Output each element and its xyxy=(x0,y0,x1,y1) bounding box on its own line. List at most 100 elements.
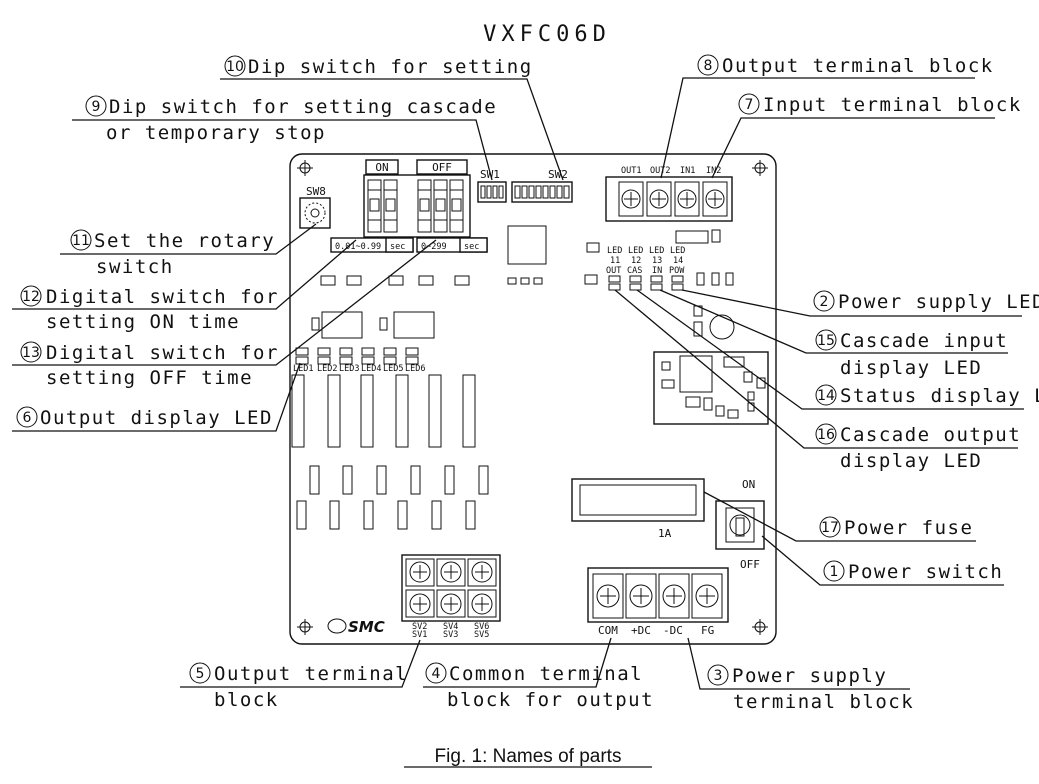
led4-label: LED4 xyxy=(361,364,381,374)
callout-5-number: 5 xyxy=(196,666,205,682)
diagram-title: VXFC06D xyxy=(483,22,611,47)
term-com-label: COM xyxy=(598,624,618,637)
callout-12-number: 12 xyxy=(22,289,40,305)
sv2-label: SV2 xyxy=(412,622,427,632)
on-header-label: ON xyxy=(375,161,388,174)
callout-1: 1 Power switch xyxy=(761,535,1004,586)
status-led-12-l2: 12 xyxy=(631,256,641,266)
term-label-out1: OUT1 xyxy=(621,166,641,176)
output-led-labels: LED1 LED2 LED3 LED4 LED5 LED6 xyxy=(293,364,425,374)
status-led-13-l1: LED xyxy=(649,246,664,256)
callout-16-line1: Cascade output xyxy=(840,424,1021,446)
figure-caption: Fig. 1: Names of parts xyxy=(435,746,622,767)
callout-1-text: Power switch xyxy=(848,561,1003,583)
callout-15-line1: Cascade input xyxy=(840,330,1008,352)
status-led-14-l2: 14 xyxy=(673,256,683,266)
output-terminal-block xyxy=(401,554,501,622)
callout-8-text: Output terminal block xyxy=(722,55,994,77)
dip-switch-sw2 xyxy=(511,181,573,203)
rotary-switch xyxy=(299,197,331,229)
off-sec-box xyxy=(459,237,488,253)
status-led-11-l2: 11 xyxy=(610,256,620,266)
callout-4-number: 4 xyxy=(432,666,441,682)
callout-15: 15 Cascade input display LED xyxy=(659,289,1008,379)
power-supply-terminal-block xyxy=(587,567,729,623)
on-range-label: 0.01~0.99 xyxy=(335,242,381,252)
callout-3: 3 Power supply terminal block xyxy=(687,637,914,713)
smc-logo-text: SMC xyxy=(348,618,385,636)
led5-label: LED5 xyxy=(383,364,403,374)
callout-17-number: 17 xyxy=(821,520,839,536)
on-sec-box xyxy=(385,237,414,253)
callout-17-text: Power fuse xyxy=(844,517,973,539)
sv3-label: SV3 xyxy=(443,630,458,640)
callout-7-number: 7 xyxy=(745,97,754,113)
callout-11-number: 11 xyxy=(72,233,90,249)
callout-6-number: 6 xyxy=(23,410,32,426)
callout-7: 7 Input terminal block xyxy=(711,93,1022,179)
callout-5-line1: Output terminal xyxy=(214,663,408,685)
status-led-14-l1: LED xyxy=(670,246,685,256)
io-terminal-screws xyxy=(618,181,728,217)
callout-2-number: 2 xyxy=(820,294,829,310)
sv5-label: SV5 xyxy=(474,630,489,640)
led3-label: LED3 xyxy=(339,364,359,374)
status-led-12-l3: CAS xyxy=(627,266,642,276)
callout-16-line2: display LED xyxy=(840,450,982,472)
callout-13: 13 Digital switch for setting OFF time xyxy=(12,239,437,389)
led1-label: LED1 xyxy=(293,364,313,374)
mounting-hole xyxy=(297,619,313,635)
output-leds xyxy=(295,347,419,365)
on-header-box xyxy=(365,159,399,175)
callout-13-number: 13 xyxy=(22,345,40,361)
mounting-hole xyxy=(752,160,768,176)
status-led-12-l1: LED xyxy=(628,246,643,256)
mounting-hole xyxy=(297,160,313,176)
callout-15-line2: display LED xyxy=(840,357,982,379)
callout-15-number: 15 xyxy=(817,333,835,349)
callout-11-line1: Set the rotary xyxy=(94,230,275,252)
callout-3-line2: terminal block xyxy=(733,691,914,713)
callout-5: 5 Output terminal block xyxy=(180,639,421,711)
digital-switch-housing xyxy=(363,174,471,238)
callout-13-line1: Digital switch for xyxy=(46,342,279,364)
callout-1-number: 1 xyxy=(830,564,839,580)
led2-label: LED2 xyxy=(317,364,337,374)
callout-6-text: Output display LED xyxy=(40,407,273,429)
callout-4-line1: Common terminal xyxy=(449,663,643,685)
callout-14-number: 14 xyxy=(817,388,835,404)
switch-off-label: OFF xyxy=(740,558,760,571)
callout-4-line2: block for output xyxy=(447,689,654,711)
smc-logo: SMC xyxy=(327,618,385,636)
term-label-out2: OUT2 xyxy=(650,166,670,176)
digital-switch-off xyxy=(417,179,464,233)
status-led-11-l3: OUT xyxy=(606,266,621,276)
board-components xyxy=(311,225,735,340)
sw2-label: SW2 xyxy=(548,168,568,181)
off-header-box xyxy=(416,159,468,175)
callout-2: 2 Power supply LED xyxy=(681,289,1039,317)
callout-12-line1: Digital switch for xyxy=(46,286,279,308)
callout-10: 10 Dip switch for setting xyxy=(220,55,564,181)
callout-4: 4 Common terminal block for output xyxy=(423,637,654,711)
status-leds xyxy=(608,275,684,291)
term-minusdc-label: -DC xyxy=(663,624,683,637)
callout-3-line1: Power supply xyxy=(732,665,887,687)
callout-16: 16 Cascade output display LED xyxy=(614,289,1021,472)
led6-label: LED6 xyxy=(405,364,425,374)
switch-on-label: ON xyxy=(742,478,755,491)
callout-12-line2: setting ON time xyxy=(46,311,240,333)
callout-14: 14 Status display LED xyxy=(636,289,1039,410)
status-led-13-l3: IN xyxy=(652,266,662,276)
off-sec-label: sec xyxy=(464,242,479,252)
fuse-rating-label: 1A xyxy=(658,527,672,540)
on-sec-label: sec xyxy=(390,242,405,252)
callout-10-text: Dip switch for setting xyxy=(248,56,533,78)
callout-9: 9 Dip switch for setting cascade or temp… xyxy=(72,95,496,181)
callout-10-number: 10 xyxy=(226,59,244,75)
callout-11: 11 Set the rotary switch xyxy=(60,223,317,278)
callout-7-text: Input terminal block xyxy=(763,94,1022,116)
digital-switch-on xyxy=(367,179,398,233)
status-led-13-l2: 13 xyxy=(652,256,662,266)
sv4-label: SV4 xyxy=(443,622,458,632)
